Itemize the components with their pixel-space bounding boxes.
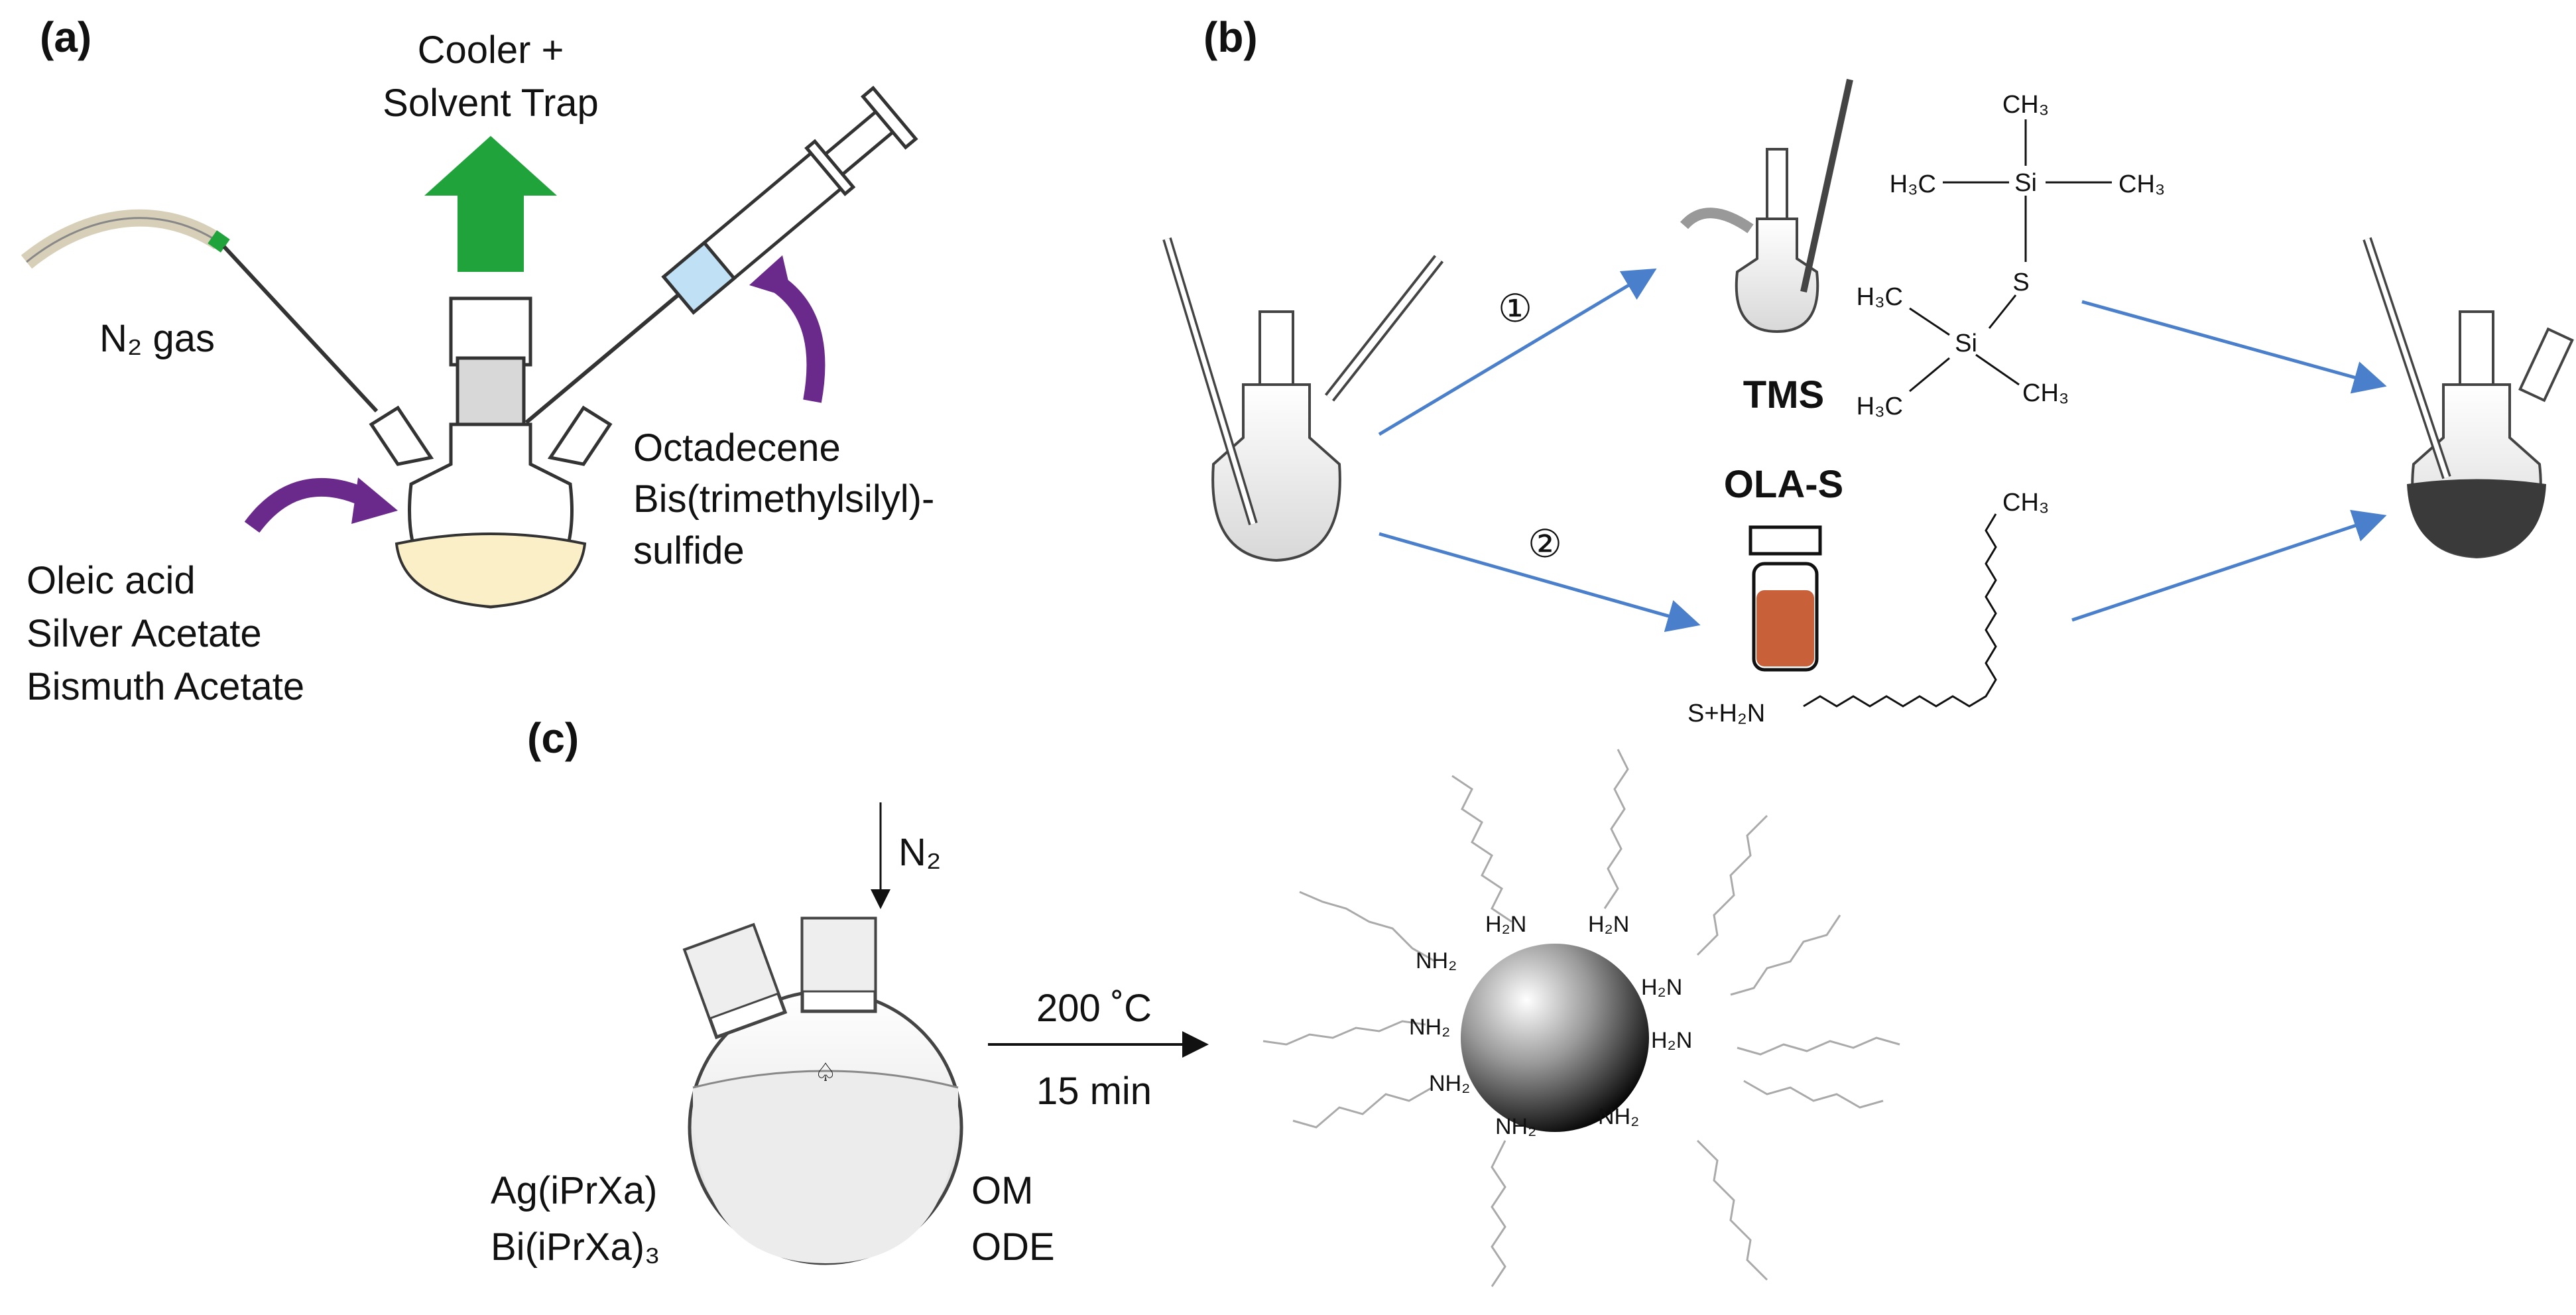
olas-ch3: CH₃ — [2002, 489, 2049, 517]
reagent-left-1: Oleic acid — [27, 559, 196, 602]
olas-structure: CH₃ S+H₂N — [1687, 489, 2049, 727]
panel-a: (a) Cooler + Solvent Trap N₂ gas — [21, 13, 934, 708]
arrow-olas-to-product — [2071, 509, 2387, 622]
condition-temp: 200 ˚C — [1036, 987, 1152, 1030]
ligand-labels: H₂N H₂N NH₂ H₂N NH₂ H₂N NH₂ NH₂ NH₂ — [1409, 912, 1692, 1139]
reagent-right-2: Bis(trimethylsilyl)- — [633, 477, 934, 521]
panel-c: (c) N₂ ♤ 200 ˚C 15 min Ag(iPrXa) Bi(iPrX… — [491, 714, 1900, 1287]
three-neck-flask-a — [369, 296, 613, 609]
reagent-right-3: sulfide — [633, 529, 745, 572]
tms-label: TMS — [1743, 373, 1824, 416]
nanoparticle-sphere — [1461, 944, 1649, 1132]
left-curved-arrow-icon — [244, 478, 376, 533]
two-neck-flask-c: ♤ — [682, 916, 963, 1265]
reagent-c-4: ODE — [971, 1225, 1055, 1269]
right-curved-arrow-icon — [764, 270, 826, 403]
panel-c-label: (c) — [527, 714, 579, 762]
ligand-label-4: H₂N — [1641, 975, 1682, 1000]
cooler-label-line1: Cooler + — [418, 29, 564, 72]
step1-marker: ① — [1498, 287, 1532, 330]
cooler-label-line2: Solvent Trap — [383, 82, 599, 125]
ligand-label-8: NH₂ — [1495, 1114, 1536, 1139]
step2-marker: ② — [1528, 523, 1562, 566]
ligand-label-5: NH₂ — [1409, 1015, 1450, 1040]
cooler-arrow-icon — [424, 136, 557, 272]
ligand-label-6: H₂N — [1651, 1028, 1692, 1053]
reagent-left-2: Silver Acetate — [27, 612, 262, 655]
reagent-c-1: Ag(iPrXa) — [491, 1169, 657, 1212]
ligand-label-9: NH₂ — [1598, 1104, 1639, 1129]
tms-h3c-b: H₃C — [1857, 393, 1903, 420]
ligand-label-3: NH₂ — [1416, 948, 1457, 973]
tms-structure: CH₃ H₃C CH₃ Si S Si H₃C H₃C CH₃ — [1857, 91, 2166, 420]
tms-ch3-bottom: CH₃ — [2022, 379, 2069, 407]
reagent-right-1: Octadecene — [633, 426, 841, 470]
panel-a-label: (a) — [40, 13, 92, 61]
tms-top-ch3: CH₃ — [2002, 91, 2049, 119]
panel-b: (b) ① ② TMS — [1162, 13, 2574, 727]
n2-gas-label: N₂ gas — [99, 317, 215, 360]
ligand-label-2: H₂N — [1588, 912, 1629, 937]
ligand-label-7: NH₂ — [1429, 1071, 1470, 1096]
ligand-label-1: H₂N — [1485, 912, 1526, 937]
reagent-left-3: Bismuth Acetate — [27, 665, 304, 708]
tms-right-ch3: CH₃ — [2118, 170, 2165, 198]
syringe-icon — [524, 86, 918, 424]
product-flask-b — [2362, 237, 2574, 559]
stir-bar-icon: ♤ — [814, 1059, 837, 1087]
olas-head: S+H₂N — [1687, 700, 1765, 727]
n2-tube — [21, 209, 224, 269]
condition-time: 15 min — [1036, 1070, 1152, 1113]
arrow-step1 — [1378, 268, 1657, 436]
olas-label: OLA-S — [1724, 463, 1843, 506]
reagent-c-2: Bi(iPrXa)₃ — [491, 1225, 660, 1269]
n2-label: N₂ — [898, 831, 941, 874]
tms-left-h3c: H₃C — [1890, 170, 1936, 198]
arrow-step2 — [1379, 532, 1701, 633]
n2-needle — [222, 245, 379, 413]
tms-si-bottom: Si — [1955, 330, 1977, 357]
tms-s: S — [2012, 269, 2029, 296]
panel-b-label: (b) — [1203, 13, 1258, 61]
reagent-c-3: OM — [971, 1169, 1033, 1212]
tms-h3c-a: H₃C — [1857, 283, 1903, 311]
arrow-tms-to-product — [2081, 300, 2387, 394]
ligand-chains — [1262, 749, 1900, 1287]
start-flask-b — [1162, 237, 1444, 562]
tms-si-top: Si — [2014, 169, 2037, 197]
olas-vial-icon — [1748, 525, 1822, 672]
tms-flask — [1680, 78, 1853, 334]
